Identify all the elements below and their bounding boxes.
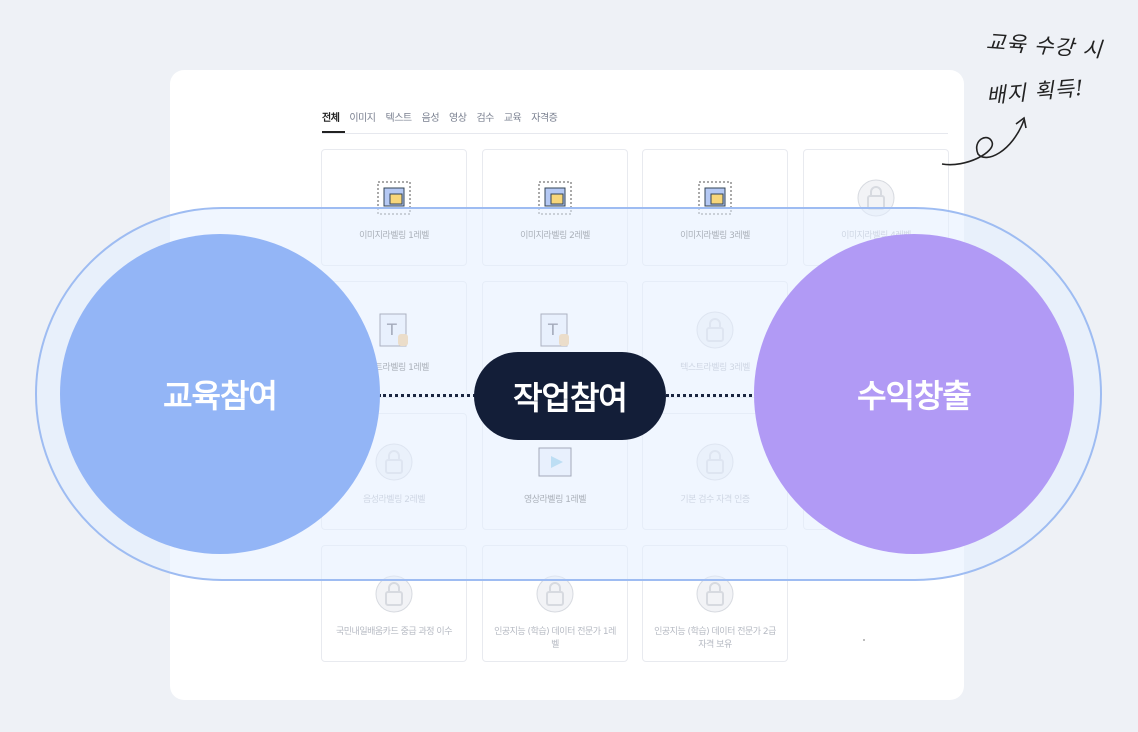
- badge-label: 국민내일배움카드 중급 과정 이수: [335, 627, 453, 637]
- badge-label: 인공지능 (학습) 데이터 전문가 2급 자격 보유: [654, 627, 776, 650]
- image-label-icon: [538, 181, 572, 215]
- badge-label: 인공지능 (학습) 데이터 전문가 1레벨: [494, 627, 616, 650]
- connector-left: [378, 394, 476, 397]
- note-line2: 배지 획득!: [985, 75, 1086, 109]
- lock-icon: [375, 575, 413, 613]
- dot: [863, 639, 865, 641]
- category-tabs: 전체 이미지 텍스트 음성 영상 검수 교육 자격증: [322, 106, 948, 134]
- tab-audio[interactable]: 음성: [421, 113, 440, 124]
- tab-education[interactable]: 교육: [503, 113, 522, 124]
- tab-inspection[interactable]: 검수: [476, 113, 494, 124]
- tab-text[interactable]: 텍스트: [385, 113, 413, 124]
- step-revenue-circle: 수익창출: [754, 234, 1074, 554]
- step-work-pill: 작업참여: [474, 352, 666, 440]
- tab-image[interactable]: 이미지: [349, 113, 376, 124]
- tab-all[interactable]: 전체: [322, 106, 346, 133]
- tab-certificate[interactable]: 자격증: [531, 113, 558, 124]
- step-education-circle: 교육참여: [60, 234, 380, 554]
- connector-right: [666, 394, 758, 397]
- tab-video[interactable]: 영상: [449, 113, 467, 124]
- arrow-icon: [941, 116, 1027, 166]
- note-line1: 교육 수강 시: [985, 29, 1104, 63]
- image-label-icon: [698, 181, 732, 215]
